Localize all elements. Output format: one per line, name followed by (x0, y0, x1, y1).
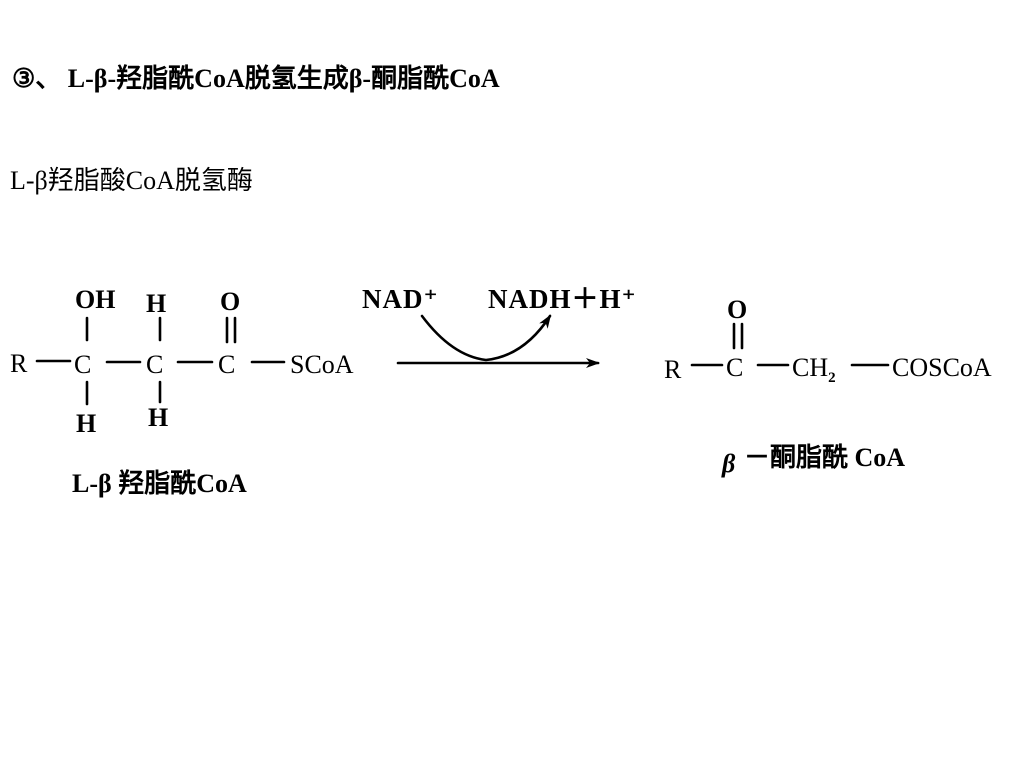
product-carbon: C (726, 353, 743, 382)
hydrogen-bottom-2: H (148, 403, 168, 432)
oxygen-top: O (220, 287, 240, 316)
reactant-name: L-β 羟脂酰CoA (72, 468, 247, 498)
carbon-3: C (218, 350, 235, 379)
r-group: R (10, 349, 28, 378)
reaction-arrow: NAD⁺ NADH＋H⁺ (362, 284, 637, 368)
hydrogen-bottom-1: H (76, 409, 96, 438)
scoa-group: SCoA (290, 350, 354, 379)
product-structure: O R C CH2 COSCoA β －酮脂酰 CoA (664, 295, 992, 478)
reactant-structure: OH H O R C C C SCoA H H L-β 羟脂酰CoA (10, 285, 354, 498)
cofactor-curved-arrow (420, 314, 552, 362)
methylene-group: CH2 (792, 353, 836, 386)
methylene-subscript: 2 (828, 370, 836, 386)
carbon-2: C (146, 350, 163, 379)
carbon-1: C (74, 350, 91, 379)
cofactor-nadh-h-plus: NADH＋H⁺ (488, 284, 637, 314)
hydrogen-top: H (146, 289, 166, 318)
product-r-group: R (664, 355, 682, 384)
cofactor-nad-plus: NAD⁺ (362, 284, 439, 314)
product-name-beta: β (721, 449, 736, 478)
product-oxygen-top: O (727, 295, 747, 324)
enzyme-name: L-β羟脂酸CoA脱氢酶 (10, 166, 253, 195)
hydroxyl-group: OH (75, 285, 115, 314)
slide-title: ③、 L-β-羟脂酰CoA脱氢生成β-酮脂酰CoA (12, 64, 500, 93)
product-name: －酮脂酰 CoA (744, 443, 905, 472)
coscoa-group: COSCoA (892, 353, 992, 382)
